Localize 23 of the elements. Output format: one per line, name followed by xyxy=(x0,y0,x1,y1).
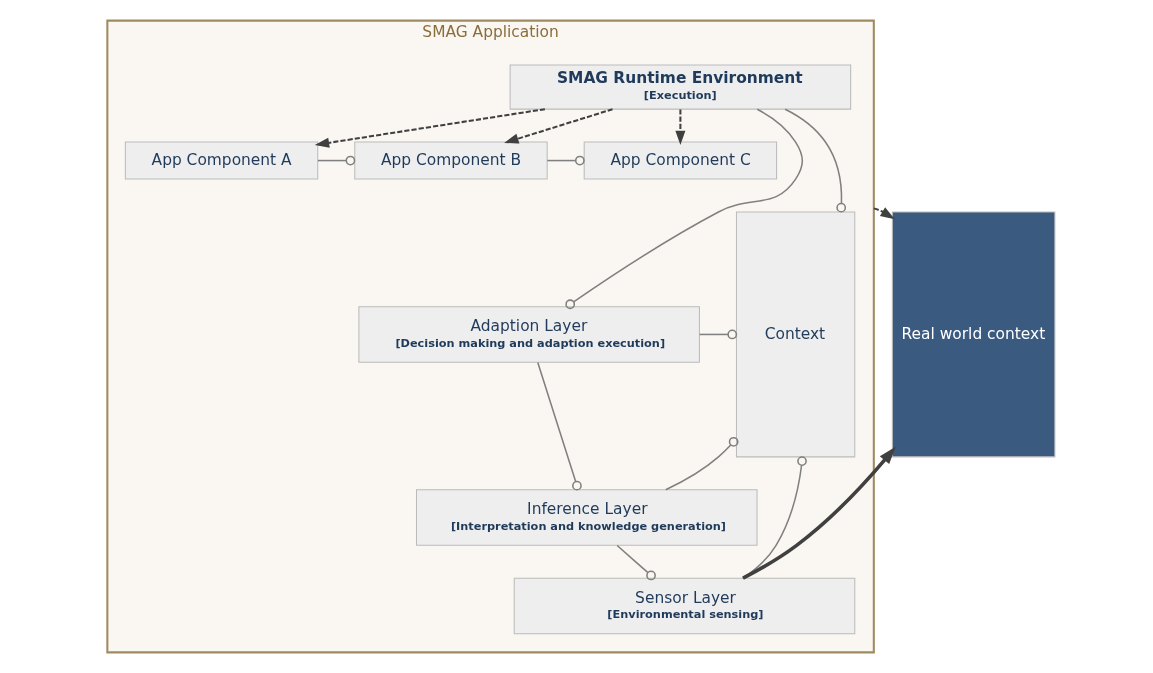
connector xyxy=(741,456,807,579)
arrow xyxy=(674,109,685,146)
arrow xyxy=(741,446,896,580)
node-box: Sensor Layer [Environmental sensing] xyxy=(513,577,855,635)
connector xyxy=(546,155,585,166)
node-box: SMAG Runtime Environment [Execution] xyxy=(509,64,851,110)
arrow xyxy=(314,108,545,148)
arrow xyxy=(873,207,895,220)
node-box: Real world context xyxy=(891,211,1055,458)
connector xyxy=(536,361,582,491)
node-box: App Component C xyxy=(583,141,777,180)
arrow xyxy=(503,108,613,144)
connector xyxy=(698,329,737,340)
node-box: Inference Layer [Interpretation and knowledge generation] xyxy=(415,489,758,546)
connector xyxy=(615,544,656,581)
connector xyxy=(783,108,846,213)
connector xyxy=(316,155,355,166)
node-box: App Component A xyxy=(124,141,318,180)
connector xyxy=(564,108,803,310)
node-box: Adaption Layer [Decision making and adaption execution] xyxy=(357,306,700,363)
node-box: App Component B xyxy=(353,141,548,180)
connector xyxy=(664,436,738,491)
node-box: Context xyxy=(735,211,855,458)
